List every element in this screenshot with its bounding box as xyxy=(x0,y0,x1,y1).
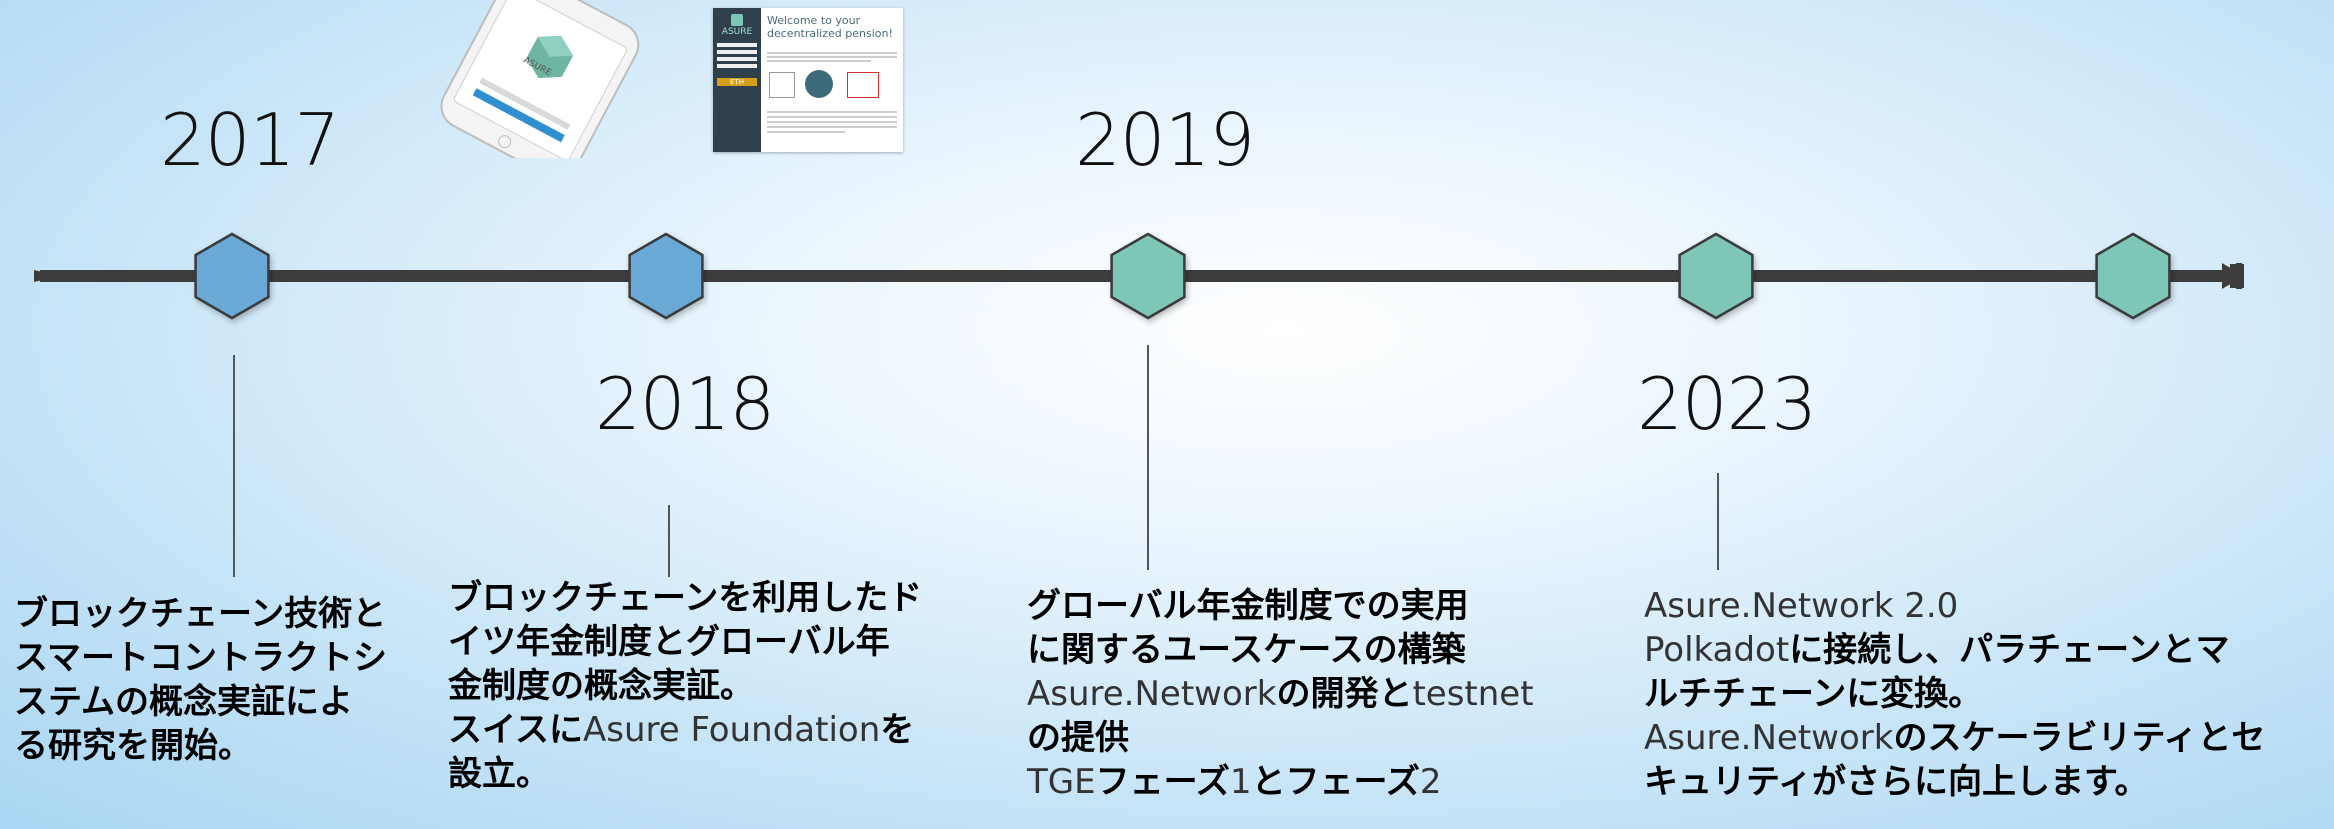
text-2018-line4b: Asure Foundation xyxy=(582,710,881,750)
text-2019-line2: に関するユースケースの構築 xyxy=(1027,630,1466,670)
phone-app-image: ASURE xyxy=(418,0,658,158)
connector-2018 xyxy=(668,505,670,577)
text-2018-line3: 金制度の概念実証。 xyxy=(448,666,754,706)
text-2019-line5b: フェーズ xyxy=(1095,762,1230,802)
milestone-hexagon-mfuture xyxy=(2095,232,2171,320)
text-2019-line1: グローバル年金制度での実用 xyxy=(1027,586,1469,626)
text-2017-line2: スマートコントラクトシ xyxy=(14,638,387,678)
text-2018-line1: ブロックチェーンを利用したド xyxy=(448,578,923,618)
text-2017-line3: ステムの概念実証によ xyxy=(14,682,353,722)
text-2018-line4c: を xyxy=(880,710,915,750)
text-2023-line4a: Asure.Network xyxy=(1644,718,1894,758)
description-2023: Asure.Network 2.0 Polkadotに接続し、パラチェーンとマ … xyxy=(1644,584,2334,804)
text-2023-line2a: Polkadot xyxy=(1644,630,1790,670)
milestone-hexagon-m2019 xyxy=(1110,232,1186,320)
text-2023-line4b: のスケーラビリティとセ xyxy=(1893,718,2266,758)
text-2023-line3: ルチチェーンに変換。 xyxy=(1644,674,1983,714)
text-2018-line4a: スイスに xyxy=(448,710,583,750)
connector-2023 xyxy=(1717,473,1719,570)
milestone-hexagon-m2023 xyxy=(1678,232,1754,320)
description-2019: グローバル年金制度での実用 に関するユースケースの構築 Asure.Networ… xyxy=(1027,584,1567,804)
text-2019-line5c: 1 xyxy=(1229,762,1252,802)
screenshot-logo-icon xyxy=(731,14,743,26)
text-2019-line5d: とフェーズ xyxy=(1251,762,1420,802)
year-2018: 2018 xyxy=(595,362,775,446)
text-2017-line4: る研究を開始。 xyxy=(14,726,252,766)
text-2019-line3c: testnet xyxy=(1412,674,1534,714)
description-2017: ブロックチェーン技術と スマートコントラクトシ ステムの概念実証によ る研究を開… xyxy=(14,592,424,768)
text-2023-line1: Asure.Network 2.0 xyxy=(1644,586,1959,626)
description-2018: ブロックチェーンを利用したド イツ年金制度とグローバル年 金制度の概念実証。 ス… xyxy=(448,576,988,796)
text-2017-line1: ブロックチェーン技術と xyxy=(14,594,387,634)
milestone-hexagon-m2018 xyxy=(628,232,704,320)
milestone-hexagon-m2017 xyxy=(194,232,270,320)
text-2019-line5e: 2 xyxy=(1419,762,1442,802)
year-2019: 2019 xyxy=(1075,98,1255,182)
screenshot-headline: Welcome to your decentralized pension! xyxy=(767,14,893,40)
connector-2017 xyxy=(233,355,235,577)
text-2018-line5: 設立。 xyxy=(448,754,550,794)
screenshot-badge: ETH xyxy=(717,78,757,86)
text-2023-line2b: に接続し、パラチェーンとマ xyxy=(1789,630,2230,670)
text-2019-line4: の提供 xyxy=(1027,718,1129,758)
connector-2019 xyxy=(1147,345,1149,570)
year-2023: 2023 xyxy=(1637,362,1817,446)
text-2018-line2: イツ年金制度とグローバル年 xyxy=(448,622,890,662)
screenshot-sidebar: ASURE ETH xyxy=(713,8,761,152)
screenshot-brand: ASURE xyxy=(721,27,753,37)
year-2017: 2017 xyxy=(160,98,340,182)
text-2023-line5: キュリティがさらに向上します。 xyxy=(1644,762,2149,802)
text-2019-line3a: Asure.Network xyxy=(1027,674,1277,714)
text-2019-line5a: TGE xyxy=(1027,762,1096,802)
app-screenshot-image: ASURE ETH Welcome to your decentralized … xyxy=(713,8,903,152)
text-2019-line3b: の開発と xyxy=(1276,674,1413,714)
